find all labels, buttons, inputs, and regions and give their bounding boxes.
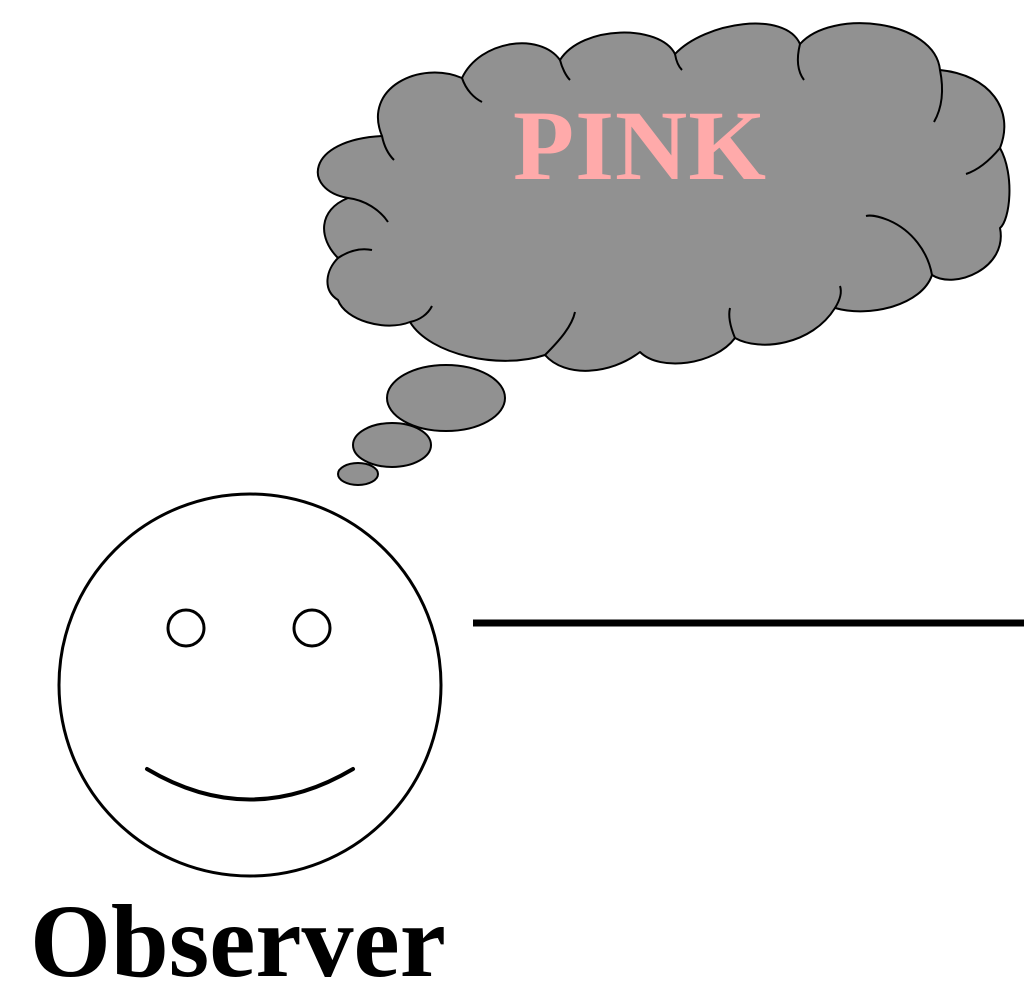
right-eye bbox=[294, 610, 330, 646]
left-eye bbox=[168, 610, 204, 646]
thought-text: PINK bbox=[450, 96, 830, 196]
observer-face bbox=[59, 494, 441, 876]
thought-bubble-large bbox=[387, 365, 505, 431]
thought-bubble-small bbox=[338, 463, 378, 485]
observer-label: Observer bbox=[30, 890, 446, 994]
face-outline bbox=[59, 494, 441, 876]
thought-bubble-medium bbox=[353, 423, 431, 467]
